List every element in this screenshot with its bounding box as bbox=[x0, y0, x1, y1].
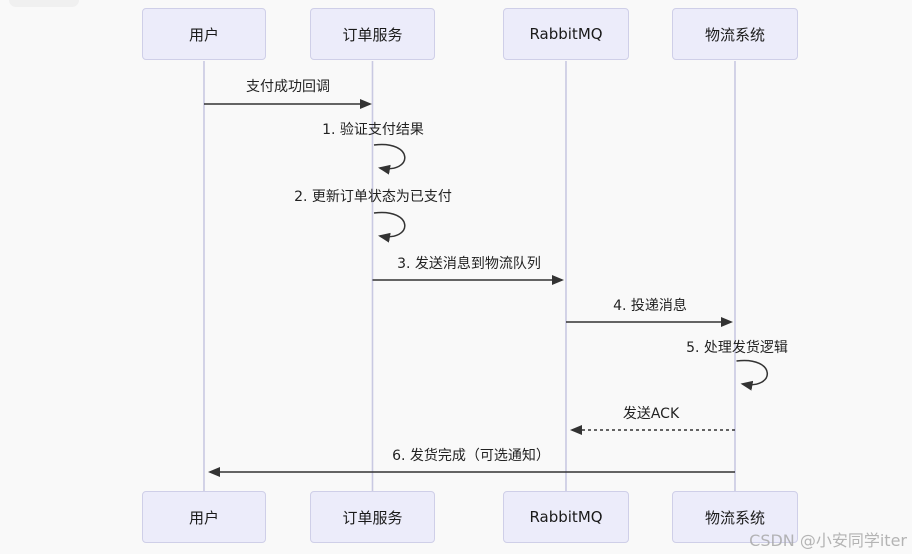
message-label-2: 1. 验证支付结果 bbox=[322, 122, 424, 138]
actor-box-order-service-top: 订单服务 bbox=[310, 8, 435, 60]
message-label-5: 4. 投递消息 bbox=[613, 298, 687, 314]
actor-box-logistics-bottom: 物流系统 bbox=[672, 491, 798, 543]
actor-label-rabbitmq: RabbitMQ bbox=[529, 508, 603, 526]
message-label-8: 6. 发货完成（可选通知） bbox=[392, 448, 550, 464]
message-label-6: 5. 处理发货逻辑 bbox=[686, 340, 788, 356]
actor-label-order-service: 订单服务 bbox=[342, 508, 403, 527]
message-label-1: 支付成功回调 bbox=[246, 79, 330, 95]
message-label-3: 2. 更新订单状态为已支付 bbox=[294, 189, 452, 205]
actor-box-rabbitmq-bottom: RabbitMQ bbox=[503, 491, 629, 543]
actor-label-logistics: 物流系统 bbox=[704, 25, 765, 44]
actor-box-order-service-bottom: 订单服务 bbox=[310, 491, 435, 543]
message-self-loop-2 bbox=[373, 143, 406, 175]
actor-label-logistics: 物流系统 bbox=[704, 508, 765, 527]
actor-box-user-bottom: 用户 bbox=[142, 491, 266, 543]
message-self-loop-3 bbox=[373, 211, 406, 243]
actor-label-user: 用户 bbox=[188, 508, 219, 527]
actor-box-user-top: 用户 bbox=[142, 8, 266, 60]
actor-label-rabbitmq: RabbitMQ bbox=[529, 25, 603, 43]
message-self-loop-6 bbox=[736, 359, 768, 391]
message-label-7: 发送ACK bbox=[622, 406, 680, 422]
cropped-ui-artifact bbox=[9, 0, 79, 7]
actor-label-user: 用户 bbox=[188, 25, 219, 44]
message-label-4: 3. 发送消息到物流队列 bbox=[397, 256, 541, 272]
csdn-watermark: CSDN @小安同学iter bbox=[749, 531, 907, 550]
actor-label-order-service: 订单服务 bbox=[342, 25, 403, 44]
actor-box-rabbitmq-top: RabbitMQ bbox=[503, 8, 629, 60]
actor-box-logistics-top: 物流系统 bbox=[672, 8, 798, 60]
